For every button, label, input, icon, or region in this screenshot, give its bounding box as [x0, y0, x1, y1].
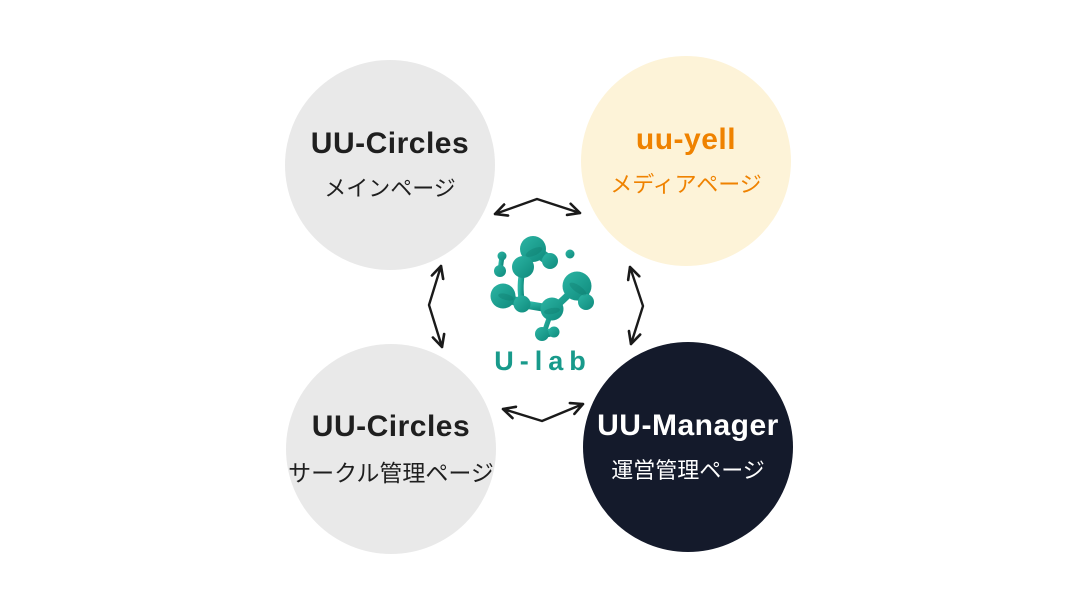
- node-uu-yell-title: uu-yell: [635, 123, 737, 156]
- u-lab-blob-icon: [490, 236, 594, 341]
- node-uu-manager: UU-Manager 運営管理ページ: [583, 342, 793, 552]
- node-uu-circles-admin: UU-Circles サークル管理ページ: [286, 344, 496, 554]
- node-uu-circles-main-title: UU-Circles: [310, 127, 470, 160]
- arrow-right-vertical: [626, 265, 645, 346]
- node-uu-yell: uu-yell メディアページ: [581, 56, 791, 266]
- u-lab-label: U-lab: [494, 346, 592, 376]
- node-uu-circles-main: UU-Circles メインページ: [285, 60, 495, 270]
- u-lab-blob: [490, 236, 594, 341]
- arrow-left-vertical: [427, 264, 446, 349]
- node-uu-yell-subtitle: メディアページ: [610, 172, 762, 197]
- node-uu-circles-admin-subtitle: サークル管理ページ: [288, 460, 494, 486]
- node-uu-manager-title: UU-Manager: [597, 409, 779, 442]
- node-uu-circles-admin-title: UU-Circles: [311, 410, 471, 443]
- blob-texture: [498, 247, 587, 315]
- arrow-top-horizontal: [493, 197, 582, 217]
- node-uu-manager-subtitle: 運営管理ページ: [611, 458, 765, 483]
- u-lab-logo: U-lab: [470, 226, 610, 388]
- arrow-bottom-horizontal: [501, 401, 585, 423]
- node-uu-circles-main-subtitle: メインページ: [324, 176, 456, 201]
